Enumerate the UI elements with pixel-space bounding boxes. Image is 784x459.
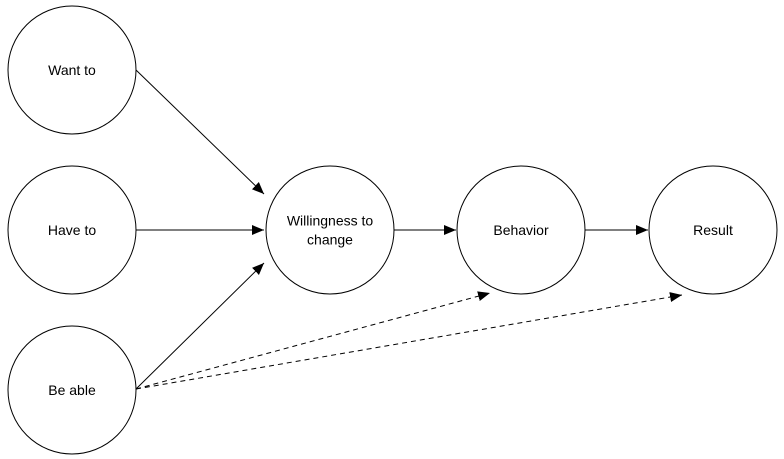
node-circle [7,165,137,295]
node-circle [648,165,778,295]
node-circle [7,325,137,455]
node-result: Result [648,165,778,295]
node-circle [7,5,137,135]
node-circle [456,165,586,295]
node-label: Want to [48,62,96,78]
edge-able-to-result [135,292,683,390]
edge-want-to-will [135,69,265,195]
node-able: Be able [7,325,137,455]
node-label: Willingness to [287,213,374,229]
edge-able-to-behav [135,291,491,390]
edge-able-to-will [135,262,265,390]
node-have: Have to [7,165,137,295]
node-will: Willingness to change [265,165,395,295]
node-behav: Behavior [456,165,586,295]
node-label: Be able [48,382,96,398]
node-label: change [307,232,353,248]
node-label: Behavior [493,222,549,238]
node-circle [265,165,395,295]
node-label: Have to [48,222,96,238]
node-want: Want to [7,5,137,135]
node-label: Result [693,222,733,238]
